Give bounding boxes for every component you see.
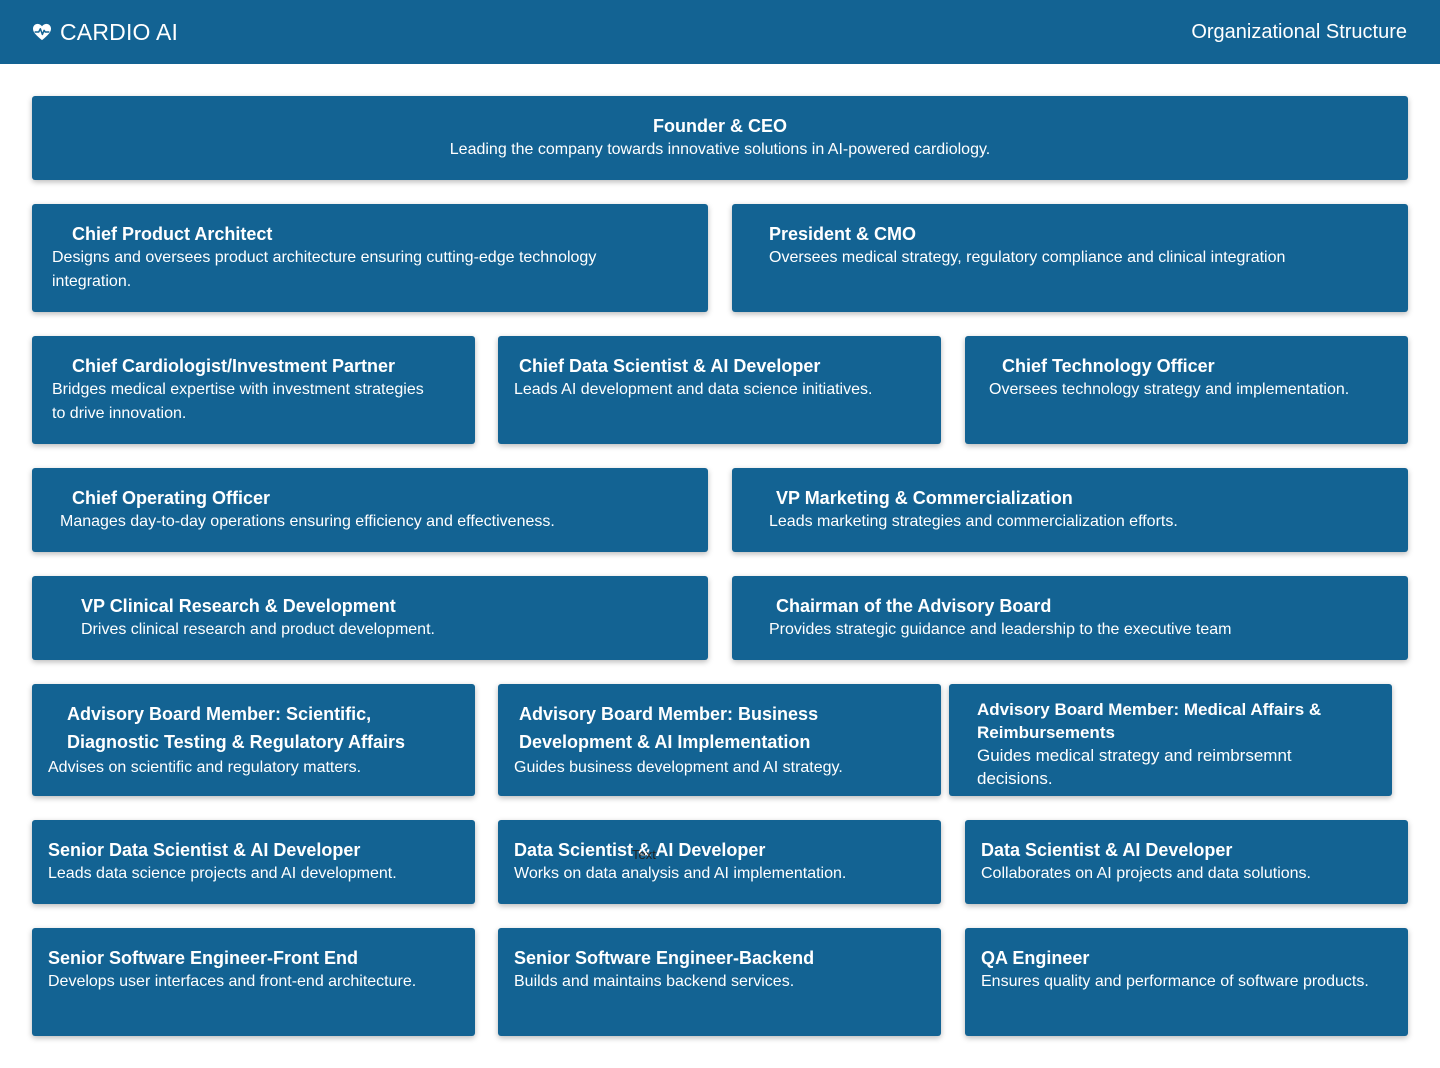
card-title: Chief Operating Officer: [72, 488, 271, 508]
card-description: Builds and maintains backend services.: [514, 973, 795, 990]
card-description: Leads AI development and data science in…: [514, 381, 873, 398]
card-title: VP Clinical Research & Development: [81, 596, 396, 616]
card-title: Advisory Board Member: Medical Affairs &…: [977, 700, 1322, 742]
card-title: Chief Data Scientist & AI Developer: [519, 356, 821, 376]
card-title: Senior Software Engineer-Backend: [514, 948, 815, 968]
org-card-swe-backend[interactable]: Senior Software Engineer-Backend Builds …: [498, 928, 941, 1036]
card-title: Data Scientist & AI Developer: [514, 840, 766, 860]
org-card-advisory-business[interactable]: Advisory Board Member: Business Developm…: [498, 684, 941, 796]
org-card-advisory-scientific[interactable]: Advisory Board Member: Scientific, Diagn…: [32, 684, 475, 796]
org-card-president-cmo[interactable]: President & CMO Oversees medical strateg…: [732, 204, 1408, 312]
org-card-data-scientist-2[interactable]: Data Scientist & AI Developer Collaborat…: [965, 820, 1408, 904]
card-description: Bridges medical expertise with investmen…: [52, 381, 424, 422]
org-card-advisory-medical[interactable]: Advisory Board Member: Medical Affairs &…: [949, 684, 1392, 796]
org-card-chief-product-architect[interactable]: Chief Product Architect Designs and over…: [32, 204, 708, 312]
org-card-swe-frontend[interactable]: Senior Software Engineer-Front End Devel…: [32, 928, 475, 1036]
org-card-cto[interactable]: Chief Technology Officer Oversees techno…: [965, 336, 1408, 444]
brand-name: CARDIO AI: [60, 18, 179, 45]
card-title: Chief Cardiologist/Investment Partner: [72, 356, 396, 376]
card-description: Designs and oversees product architectur…: [52, 249, 597, 290]
page-title: Organizational Structure: [1191, 20, 1407, 43]
org-card-chief-cardiologist[interactable]: Chief Cardiologist/Investment Partner Br…: [32, 336, 475, 444]
top-bar: CARDIO AI Organizational Structure: [0, 0, 1440, 64]
org-card-ceo[interactable]: Founder & CEO Leading the company toward…: [32, 96, 1408, 180]
card-title: Advisory Board Member: Business Developm…: [519, 704, 819, 752]
card-title: Chief Technology Officer: [1002, 356, 1215, 376]
card-description: Oversees medical strategy, regulatory co…: [769, 249, 1286, 266]
card-description: Advises on scientific and regulatory mat…: [48, 759, 362, 776]
heart-pulse-icon: [33, 23, 51, 41]
org-card-qa-engineer[interactable]: QA Engineer Ensures quality and performa…: [965, 928, 1408, 1036]
card-description: Collaborates on AI projects and data sol…: [981, 865, 1311, 882]
card-title: President & CMO: [769, 224, 917, 244]
org-card-chief-data-scientist[interactable]: Chief Data Scientist & AI Developer Lead…: [498, 336, 941, 444]
org-card-data-scientist-1[interactable]: Data Scientist & AI Developer Works on d…: [498, 820, 941, 904]
org-card-vp-clinical[interactable]: VP Clinical Research & Development Drive…: [32, 576, 708, 660]
card-title: Chief Product Architect: [72, 224, 273, 244]
card-description: Develops user interfaces and front-end a…: [48, 973, 417, 990]
org-card-senior-data-scientist[interactable]: Senior Data Scientist & AI Developer Lea…: [32, 820, 475, 904]
card-title: VP Marketing & Commercialization: [776, 488, 1073, 508]
card-title: Data Scientist & AI Developer: [981, 840, 1233, 860]
org-card-vp-marketing[interactable]: VP Marketing & Commercialization Leads m…: [732, 468, 1408, 552]
card-title: Advisory Board Member: Scientific, Diagn…: [67, 704, 406, 752]
org-card-chairman[interactable]: Chairman of the Advisory Board Provides …: [732, 576, 1408, 660]
card-description: Drives clinical research and product dev…: [81, 621, 435, 638]
card-title: Chairman of the Advisory Board: [776, 596, 1052, 616]
stray-text-label: Text: [632, 847, 656, 862]
card-description: Leading the company towards innovative s…: [449, 141, 991, 158]
card-title: QA Engineer: [981, 948, 1090, 968]
org-card-coo[interactable]: Chief Operating Officer Manages day-to-d…: [32, 468, 708, 552]
card-description: Leads data science projects and AI devel…: [48, 865, 397, 882]
card-description: Manages day-to-day operations ensuring e…: [60, 513, 555, 530]
card-title: Senior Data Scientist & AI Developer: [48, 840, 361, 860]
card-description: Ensures quality and performance of softw…: [981, 973, 1369, 990]
card-description: Works on data analysis and AI implementa…: [514, 865, 847, 882]
card-title: Senior Software Engineer-Front End: [48, 948, 359, 968]
brand[interactable]: CARDIO AI: [32, 19, 178, 46]
card-title: Founder & CEO: [653, 116, 787, 136]
card-description: Guides business development and AI strat…: [514, 759, 843, 776]
card-description: Guides medical strategy and reimbrsemnt …: [977, 746, 1292, 788]
card-description: Leads marketing strategies and commercia…: [769, 513, 1178, 530]
card-description: Oversees technology strategy and impleme…: [989, 381, 1350, 398]
card-description: Provides strategic guidance and leadersh…: [769, 621, 1232, 638]
